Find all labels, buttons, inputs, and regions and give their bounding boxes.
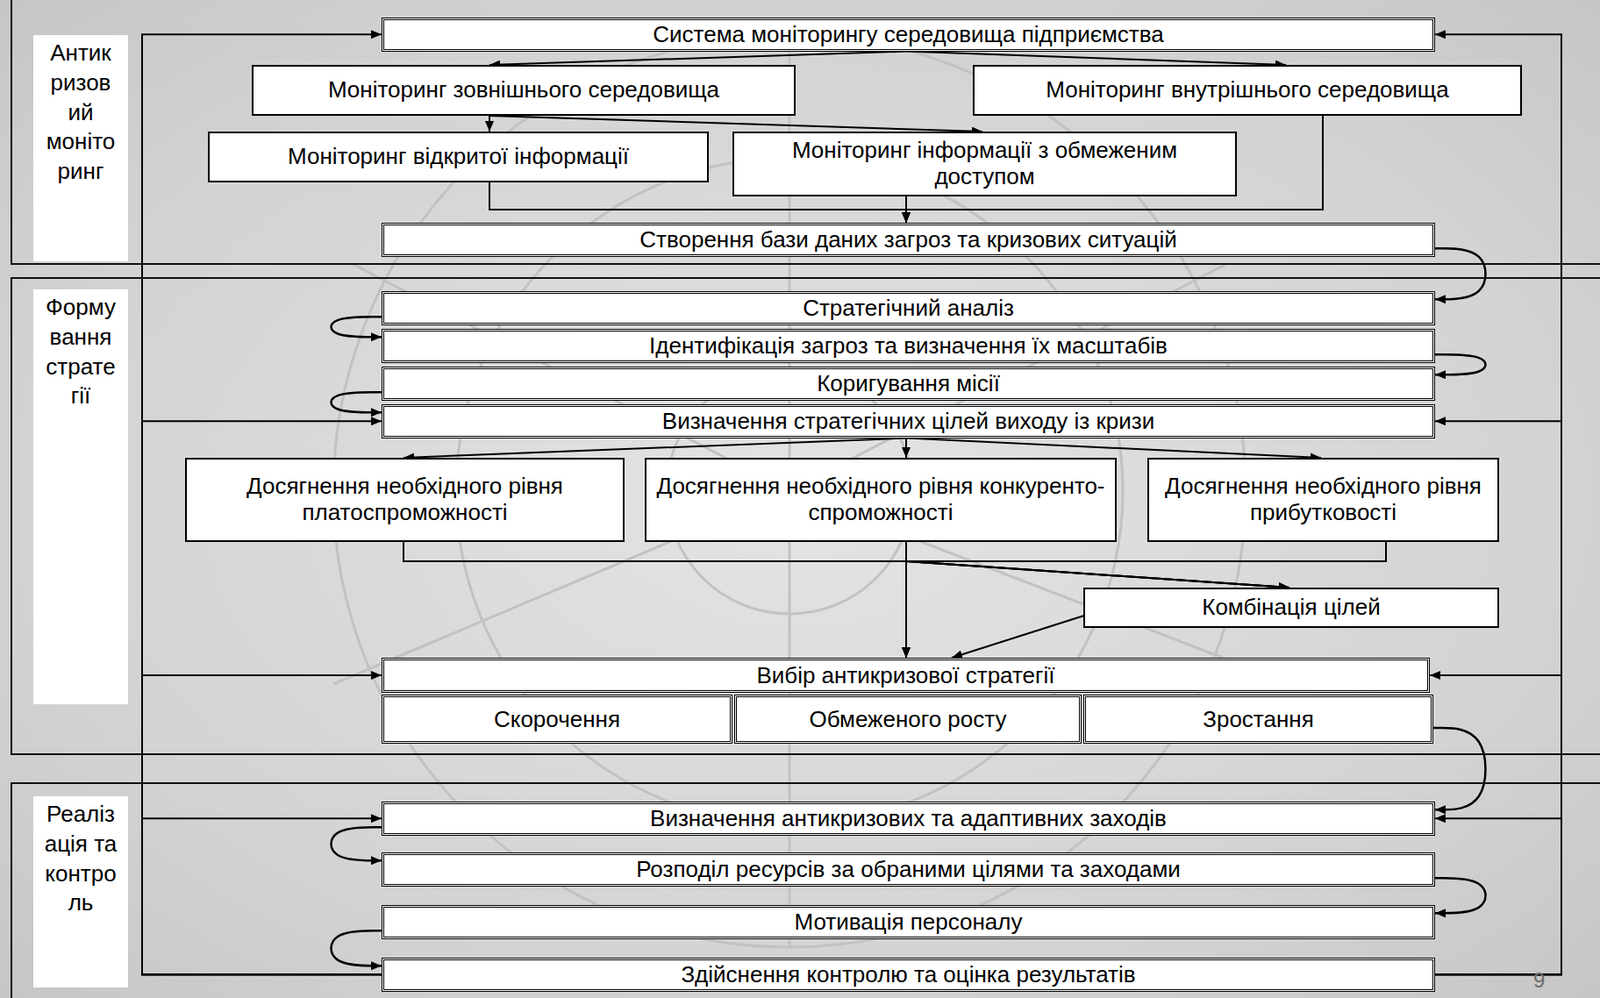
flow-arrow [1435, 878, 1486, 914]
flow-arrow [403, 542, 1290, 588]
stage-label: Антик ризов ий моніто ринг [33, 35, 129, 262]
box-label: Здійснення контролю та оцінка результаті… [680, 962, 1136, 988]
process-bar: Обмеженого росту [734, 694, 1082, 744]
flow-arrow [403, 542, 907, 658]
flow-arrow [331, 930, 383, 966]
flow-arrow [1433, 728, 1486, 810]
flow-arrow [142, 818, 382, 975]
flow-arrow [331, 827, 383, 861]
flow-arrow [142, 675, 382, 975]
box-label: Моніторинг внутрішнього середовища [1045, 77, 1449, 104]
process-bar: Скорочення [381, 694, 733, 744]
box-label: Коригування місії [816, 371, 1000, 397]
box-label: Моніторинг інформації з обмеженим доступ… [742, 137, 1227, 191]
box-label: Моніторинг зовнішнього середовища [328, 77, 720, 104]
process-box: Досягнення необхідного рівня платоспромо… [185, 457, 625, 543]
box-label: Зростання [1202, 707, 1315, 733]
process-bar: Ідентифікація загроз та визначення їх ма… [381, 328, 1436, 364]
box-label: Створення бази даних загроз та кризових … [639, 227, 1178, 253]
process-bar: Здійснення контролю та оцінка результаті… [381, 957, 1436, 993]
process-box: Моніторинг інформації з обмеженим доступ… [732, 131, 1237, 197]
box-label: Мотивація персоналу [794, 909, 1023, 936]
box-label: Ідентифікація загроз та визначення їх ма… [649, 333, 1168, 359]
process-bar: Визначення стратегічних цілей виходу із … [381, 404, 1436, 439]
box-label: Досягнення необхідного рівня прибутковос… [1157, 473, 1489, 527]
box-label: Визначення антикризових та адаптивних за… [650, 806, 1167, 832]
flow-arrow [906, 51, 1286, 65]
page-number: 9 [1533, 968, 1545, 993]
process-bar: Коригування місії [381, 366, 1436, 401]
stage-label: Реаліз ація та контро ль [33, 796, 129, 988]
box-label: Система моніторингу середовища підприємс… [652, 21, 1165, 48]
box-label: Досягнення необхідного рівня конкуренто-… [655, 473, 1107, 527]
flow-arrow [1435, 248, 1486, 300]
process-bar: Розподіл ресурсів за обраними цілями та … [381, 852, 1436, 887]
box-label: Визначення стратегічних цілей виходу із … [662, 408, 1155, 435]
process-box: Досягнення необхідного рівня конкуренто-… [644, 457, 1117, 543]
process-box: Моніторинг внутрішнього середовища [972, 64, 1522, 116]
flow-arrow [951, 615, 1084, 658]
process-bar: Мотивація персоналу [381, 905, 1436, 940]
stage-label: Форму вання страте гії [33, 289, 129, 705]
flow-arrow [489, 51, 907, 65]
stage-band: Антик ризов ий моніто ринг Система моніто… [10, 0, 1600, 265]
box-label: Обмеженого росту [809, 707, 1008, 733]
flow-arrow [331, 316, 383, 337]
box-label: Вибір антикризової стратегії [756, 663, 1055, 689]
flow-arrow [905, 438, 908, 458]
box-label: Моніторинг відкритої інформації [287, 143, 629, 171]
process-box: Досягнення необхідного рівня прибутковос… [1147, 457, 1500, 543]
stage-band: Форму вання страте гії Стратегічний аналі… [10, 277, 1600, 756]
process-box: Моніторинг відкритої інформації [207, 131, 709, 183]
stage-band: Реаліз ація та контро ль Визначення антик… [10, 782, 1600, 998]
box-label: Досягнення необхідного рівня платоспромо… [195, 473, 615, 527]
flow-arrow [906, 542, 1386, 588]
flow-arrow [1435, 818, 1562, 975]
box-label: Комбінація цілей [1201, 594, 1380, 622]
process-bar: Вибір антикризової стратегії [381, 657, 1430, 693]
process-bar: Визначення антикризових та адаптивних за… [381, 801, 1436, 836]
flow-arrow [331, 392, 383, 413]
flow-arrow [1435, 354, 1486, 375]
process-box: Комбінація цілей [1083, 587, 1500, 629]
box-label: Розподіл ресурсів за обраними цілями та … [635, 857, 1181, 883]
box-label: Скорочення [493, 707, 621, 733]
box-label: Стратегічний аналіз [802, 295, 1015, 322]
flow-arrow [1429, 675, 1562, 975]
process-box: Моніторинг зовнішнього середовища [251, 64, 796, 116]
flow-arrow [489, 115, 983, 132]
process-bar: Зростання [1083, 694, 1434, 744]
process-bar: Створення бази даних загроз та кризових … [381, 222, 1436, 258]
process-bar: Система моніторингу середовища підприємс… [381, 17, 1436, 52]
flow-arrow [906, 438, 1322, 458]
flow-arrow [403, 438, 907, 458]
process-bar: Стратегічний аналіз [381, 291, 1436, 326]
flow-arrow [488, 115, 491, 132]
